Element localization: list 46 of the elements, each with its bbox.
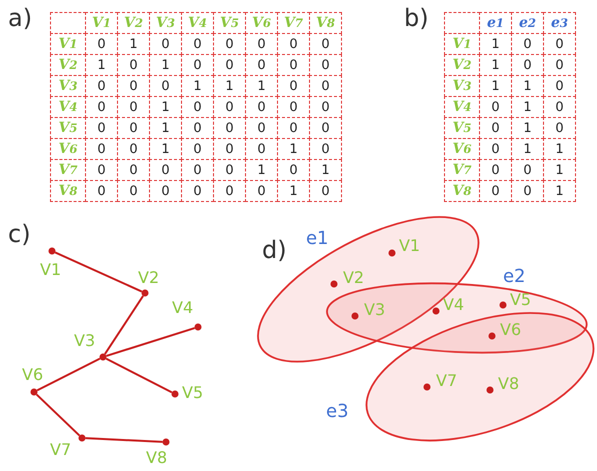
- graph-edge: [104, 295, 144, 355]
- matrix-value: 0: [543, 33, 576, 55]
- matrix-value: 0: [309, 54, 342, 76]
- matrix-value: 0: [309, 117, 342, 139]
- matrix-value: 0: [543, 75, 576, 97]
- matrix-value: 0: [309, 96, 342, 118]
- matrix-value: 0: [309, 180, 342, 202]
- matrix-value: 0: [309, 138, 342, 160]
- matrix-value: 1: [543, 159, 576, 181]
- panel-letter: d): [262, 238, 287, 262]
- vertex-label: V4: [172, 300, 194, 316]
- matrix-value: 0: [309, 75, 342, 97]
- vertex-label: V8: [498, 376, 520, 392]
- vertex-label: V1: [40, 262, 62, 278]
- vertex-label: V7: [436, 372, 458, 389]
- matrix-value: 0: [543, 96, 576, 118]
- vertex-label: V7: [50, 442, 72, 458]
- hyperedge-label: e3: [326, 402, 349, 421]
- vertex-label: V5: [510, 292, 532, 308]
- matrix-value: 0: [309, 33, 342, 55]
- panel-letter: c): [8, 222, 31, 246]
- graph-edge: [36, 394, 80, 436]
- matrix-value: 0: [543, 54, 576, 76]
- vertex-label: V5: [182, 385, 204, 401]
- vertex-label: V2: [138, 270, 160, 286]
- vertex-label: V6: [500, 322, 522, 338]
- graph-edge: [85, 437, 163, 443]
- panel-letter: b): [404, 6, 429, 30]
- vertex-label: V8: [146, 450, 168, 466]
- matrix-value: 1: [543, 138, 576, 160]
- panel-letter: a): [8, 6, 32, 30]
- graph-edge: [54, 252, 142, 292]
- hyperedge-label: e2: [502, 268, 526, 286]
- hyperedge-label: e1: [306, 230, 329, 248]
- graph-edge: [106, 358, 172, 394]
- graph-edge: [36, 358, 100, 392]
- vertex-label: V3: [74, 333, 96, 349]
- vertex-label: V6: [22, 367, 44, 383]
- vertex-label: V2: [342, 270, 364, 286]
- vertex-label: V4: [442, 297, 464, 313]
- vertex-label: V1: [398, 238, 420, 254]
- graph-edge: [106, 327, 195, 357]
- vertex-label: V3: [364, 302, 386, 318]
- matrix-value: 1: [543, 180, 576, 202]
- matrix-value: 1: [309, 159, 342, 181]
- matrix-value: 0: [543, 117, 576, 139]
